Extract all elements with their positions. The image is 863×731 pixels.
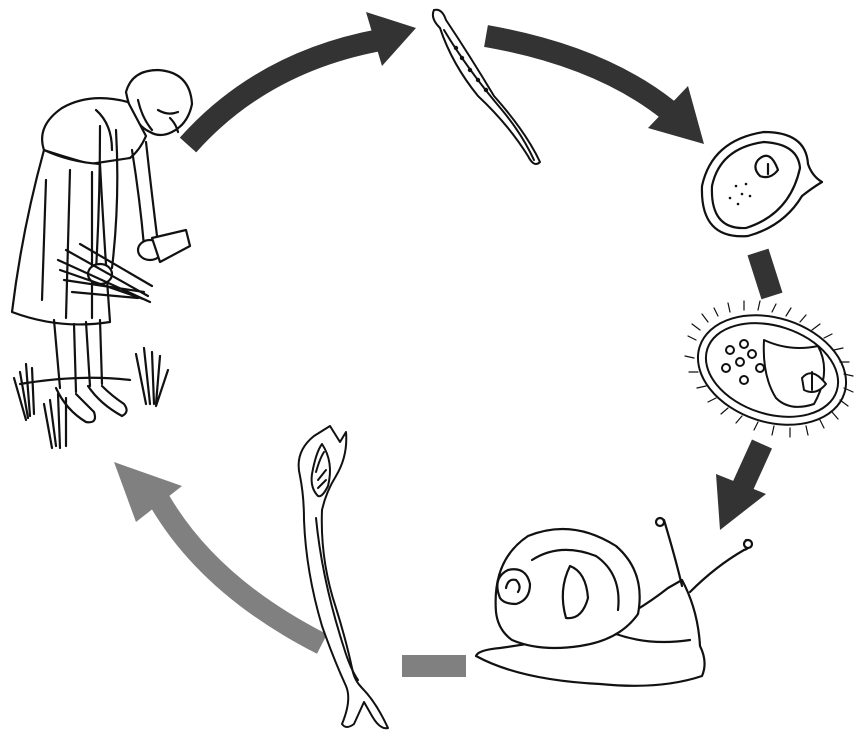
arrow-egg-to-miracidium — [758, 252, 772, 296]
miracidium-illustration — [684, 297, 861, 443]
egg-illustration — [702, 132, 822, 236]
arrow-miracidium-to-snail — [716, 444, 766, 530]
arrow-human-to-cercaria — [188, 12, 416, 145]
arrow-sporocyst-to-human — [114, 462, 322, 644]
human-host-illustration — [12, 70, 192, 448]
sporocyst-illustration — [299, 426, 388, 728]
snail-illustration — [476, 518, 752, 686]
